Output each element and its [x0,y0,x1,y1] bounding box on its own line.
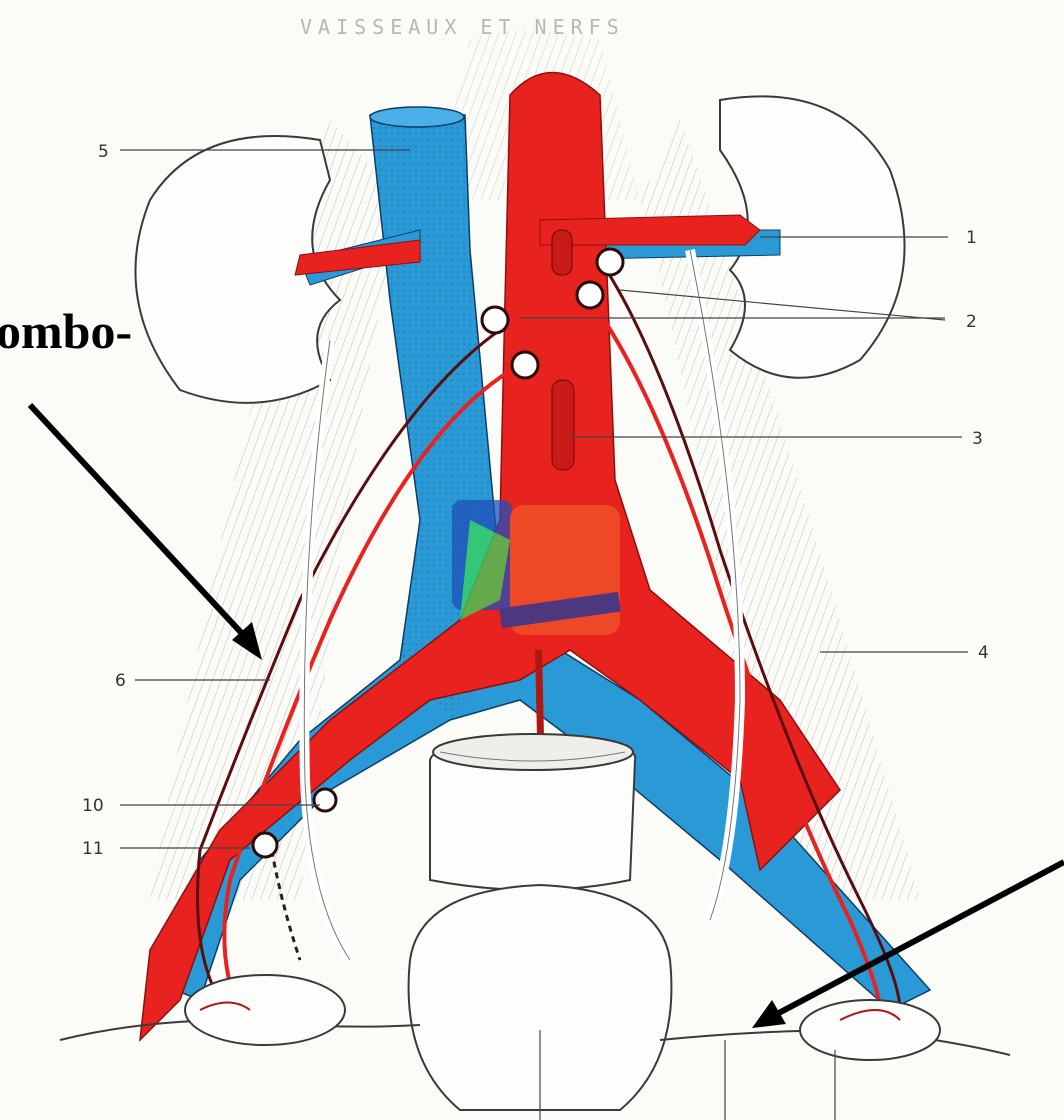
label-11: 11 [82,839,104,859]
label-1: 1 [966,228,977,248]
rectum [430,734,635,890]
label-10: 10 [82,796,104,816]
label-6: 6 [115,671,126,691]
side-label-text: ombo- [0,303,132,359]
label-2: 2 [966,312,977,332]
label-4: 4 [978,643,989,663]
label-5: 5 [98,142,109,162]
label-3: 3 [972,429,983,449]
